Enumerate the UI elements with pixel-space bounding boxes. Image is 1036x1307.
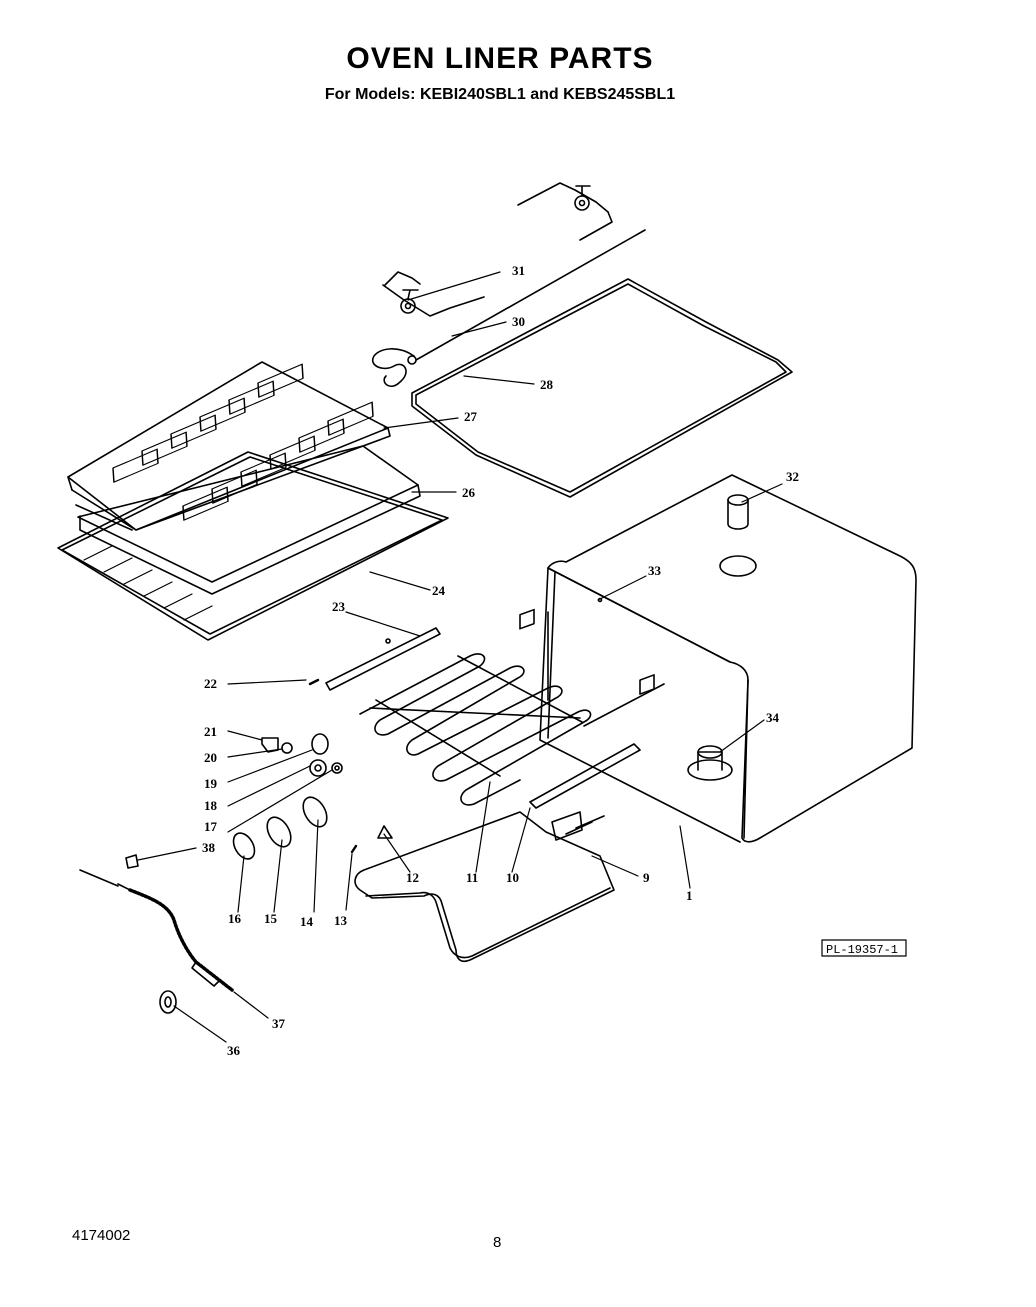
page-number: 8 [493,1234,502,1251]
callout-18: 18 [204,798,218,813]
broil-pan-26 [75,445,421,595]
rings-14-16 [232,796,328,860]
callout-26: 26 [462,485,476,500]
broil-element-9 [354,811,615,963]
callout-21: 21 [204,724,217,739]
grommet-38 [125,854,139,869]
grille-panel-27 [67,361,391,531]
callout-16: 16 [228,911,242,926]
callout-14: 14 [300,914,314,929]
callout-19: 19 [204,776,218,791]
callout-24: 24 [432,583,446,598]
callout-10: 10 [506,870,519,885]
callout-37: 37 [272,1016,286,1031]
light-socket-34 [687,745,733,781]
callout-32: 32 [786,469,799,484]
page-subtitle: For Models: KEBI240SBL1 and KEBS245SBL1 [324,86,676,103]
reference-code-box: PL-19357-1 [821,939,907,957]
reference-code: PL-19357-1 [826,943,898,957]
callout-36: 36 [227,1043,241,1058]
oven-liner-1 [539,474,917,843]
callout-17: 17 [204,819,218,834]
callout-labels: 31 30 28 27 26 24 23 22 21 20 19 18 17 3… [202,263,799,1058]
callout-20: 20 [204,750,217,765]
callout-34: 34 [766,710,780,725]
callout-38: 38 [202,840,216,855]
rack-support-clip-31 [382,182,613,317]
bracket-10 [529,743,641,809]
callout-27: 27 [464,409,478,424]
document-number: 4174002 [72,1227,131,1244]
callout-12: 12 [406,870,419,885]
rod-30 [371,229,646,387]
clip-12 [377,825,393,839]
page-title: OVEN LINER PARTS [346,42,654,75]
callout-13: 13 [334,913,348,928]
callout-31: 31 [512,263,525,278]
callout-15: 15 [264,911,278,926]
callout-11: 11 [466,870,478,885]
screw-13 [350,844,358,854]
callout-30: 30 [512,314,525,329]
callout-33: 33 [648,563,662,578]
vent-strip-23 [325,627,441,691]
rack-frame-28 [411,278,793,498]
callout-22: 22 [204,676,217,691]
sensor-probe-37 [79,869,234,992]
bake-element-11 [359,608,665,806]
mount-hardware-17-21 [261,733,343,777]
callout-9: 9 [643,870,650,885]
oven-rack-24 [57,451,449,641]
screw-22 [308,678,320,686]
callout-1: 1 [686,888,693,903]
nut-36 [159,990,177,1014]
callout-28: 28 [540,377,554,392]
leader-lines [137,271,783,1043]
callout-23: 23 [332,599,346,614]
